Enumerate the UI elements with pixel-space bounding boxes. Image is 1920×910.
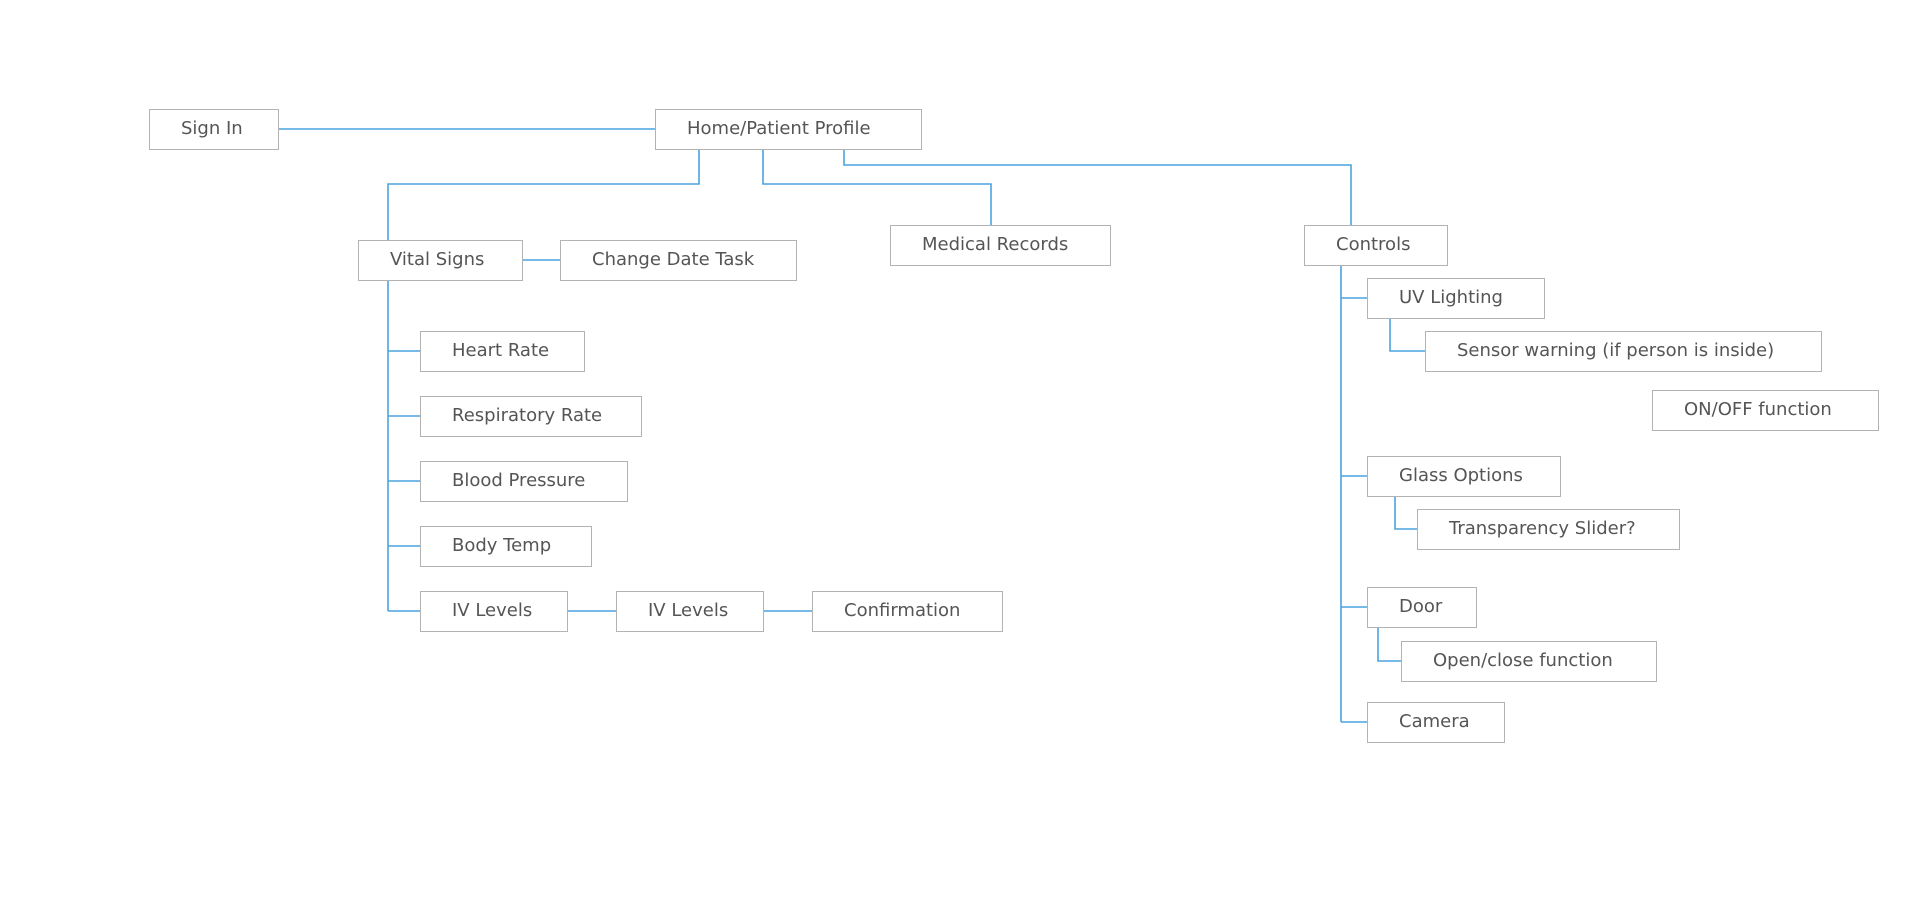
connector-uv-sensor <box>1389 319 1425 352</box>
node-iv-levels-2: IV Levels <box>616 591 764 632</box>
connector-glass-slider <box>1394 497 1417 530</box>
node-glass-options: Glass Options <box>1367 456 1561 497</box>
node-confirmation: Confirmation <box>812 591 1003 632</box>
connector-door-openclose <box>1377 628 1401 662</box>
node-on-off-function: ON/OFF function <box>1652 390 1879 431</box>
node-blood-pressure: Blood Pressure <box>420 461 628 502</box>
connector-home-controls <box>843 150 1352 225</box>
node-uv-lighting: UV Lighting <box>1367 278 1545 319</box>
node-sign-in: Sign In <box>149 109 279 150</box>
node-door: Door <box>1367 587 1477 628</box>
node-controls: Controls <box>1304 225 1448 266</box>
node-change-date-task: Change Date Task <box>560 240 797 281</box>
node-body-temp: Body Temp <box>420 526 592 567</box>
node-respiratory-rate: Respiratory Rate <box>420 396 642 437</box>
node-open-close-function: Open/close function <box>1401 641 1657 682</box>
node-camera: Camera <box>1367 702 1505 743</box>
connector-home-records <box>762 150 992 225</box>
node-vital-signs: Vital Signs <box>358 240 523 281</box>
node-heart-rate: Heart Rate <box>420 331 585 372</box>
node-sensor-warning: Sensor warning (if person is inside) <box>1425 331 1822 372</box>
node-transparency-slider: Transparency Slider? <box>1417 509 1680 550</box>
node-iv-levels: IV Levels <box>420 591 568 632</box>
node-medical-records: Medical Records <box>890 225 1111 266</box>
connector-home-vitals <box>387 150 700 240</box>
node-home-patient-profile: Home/Patient Profile <box>655 109 922 150</box>
